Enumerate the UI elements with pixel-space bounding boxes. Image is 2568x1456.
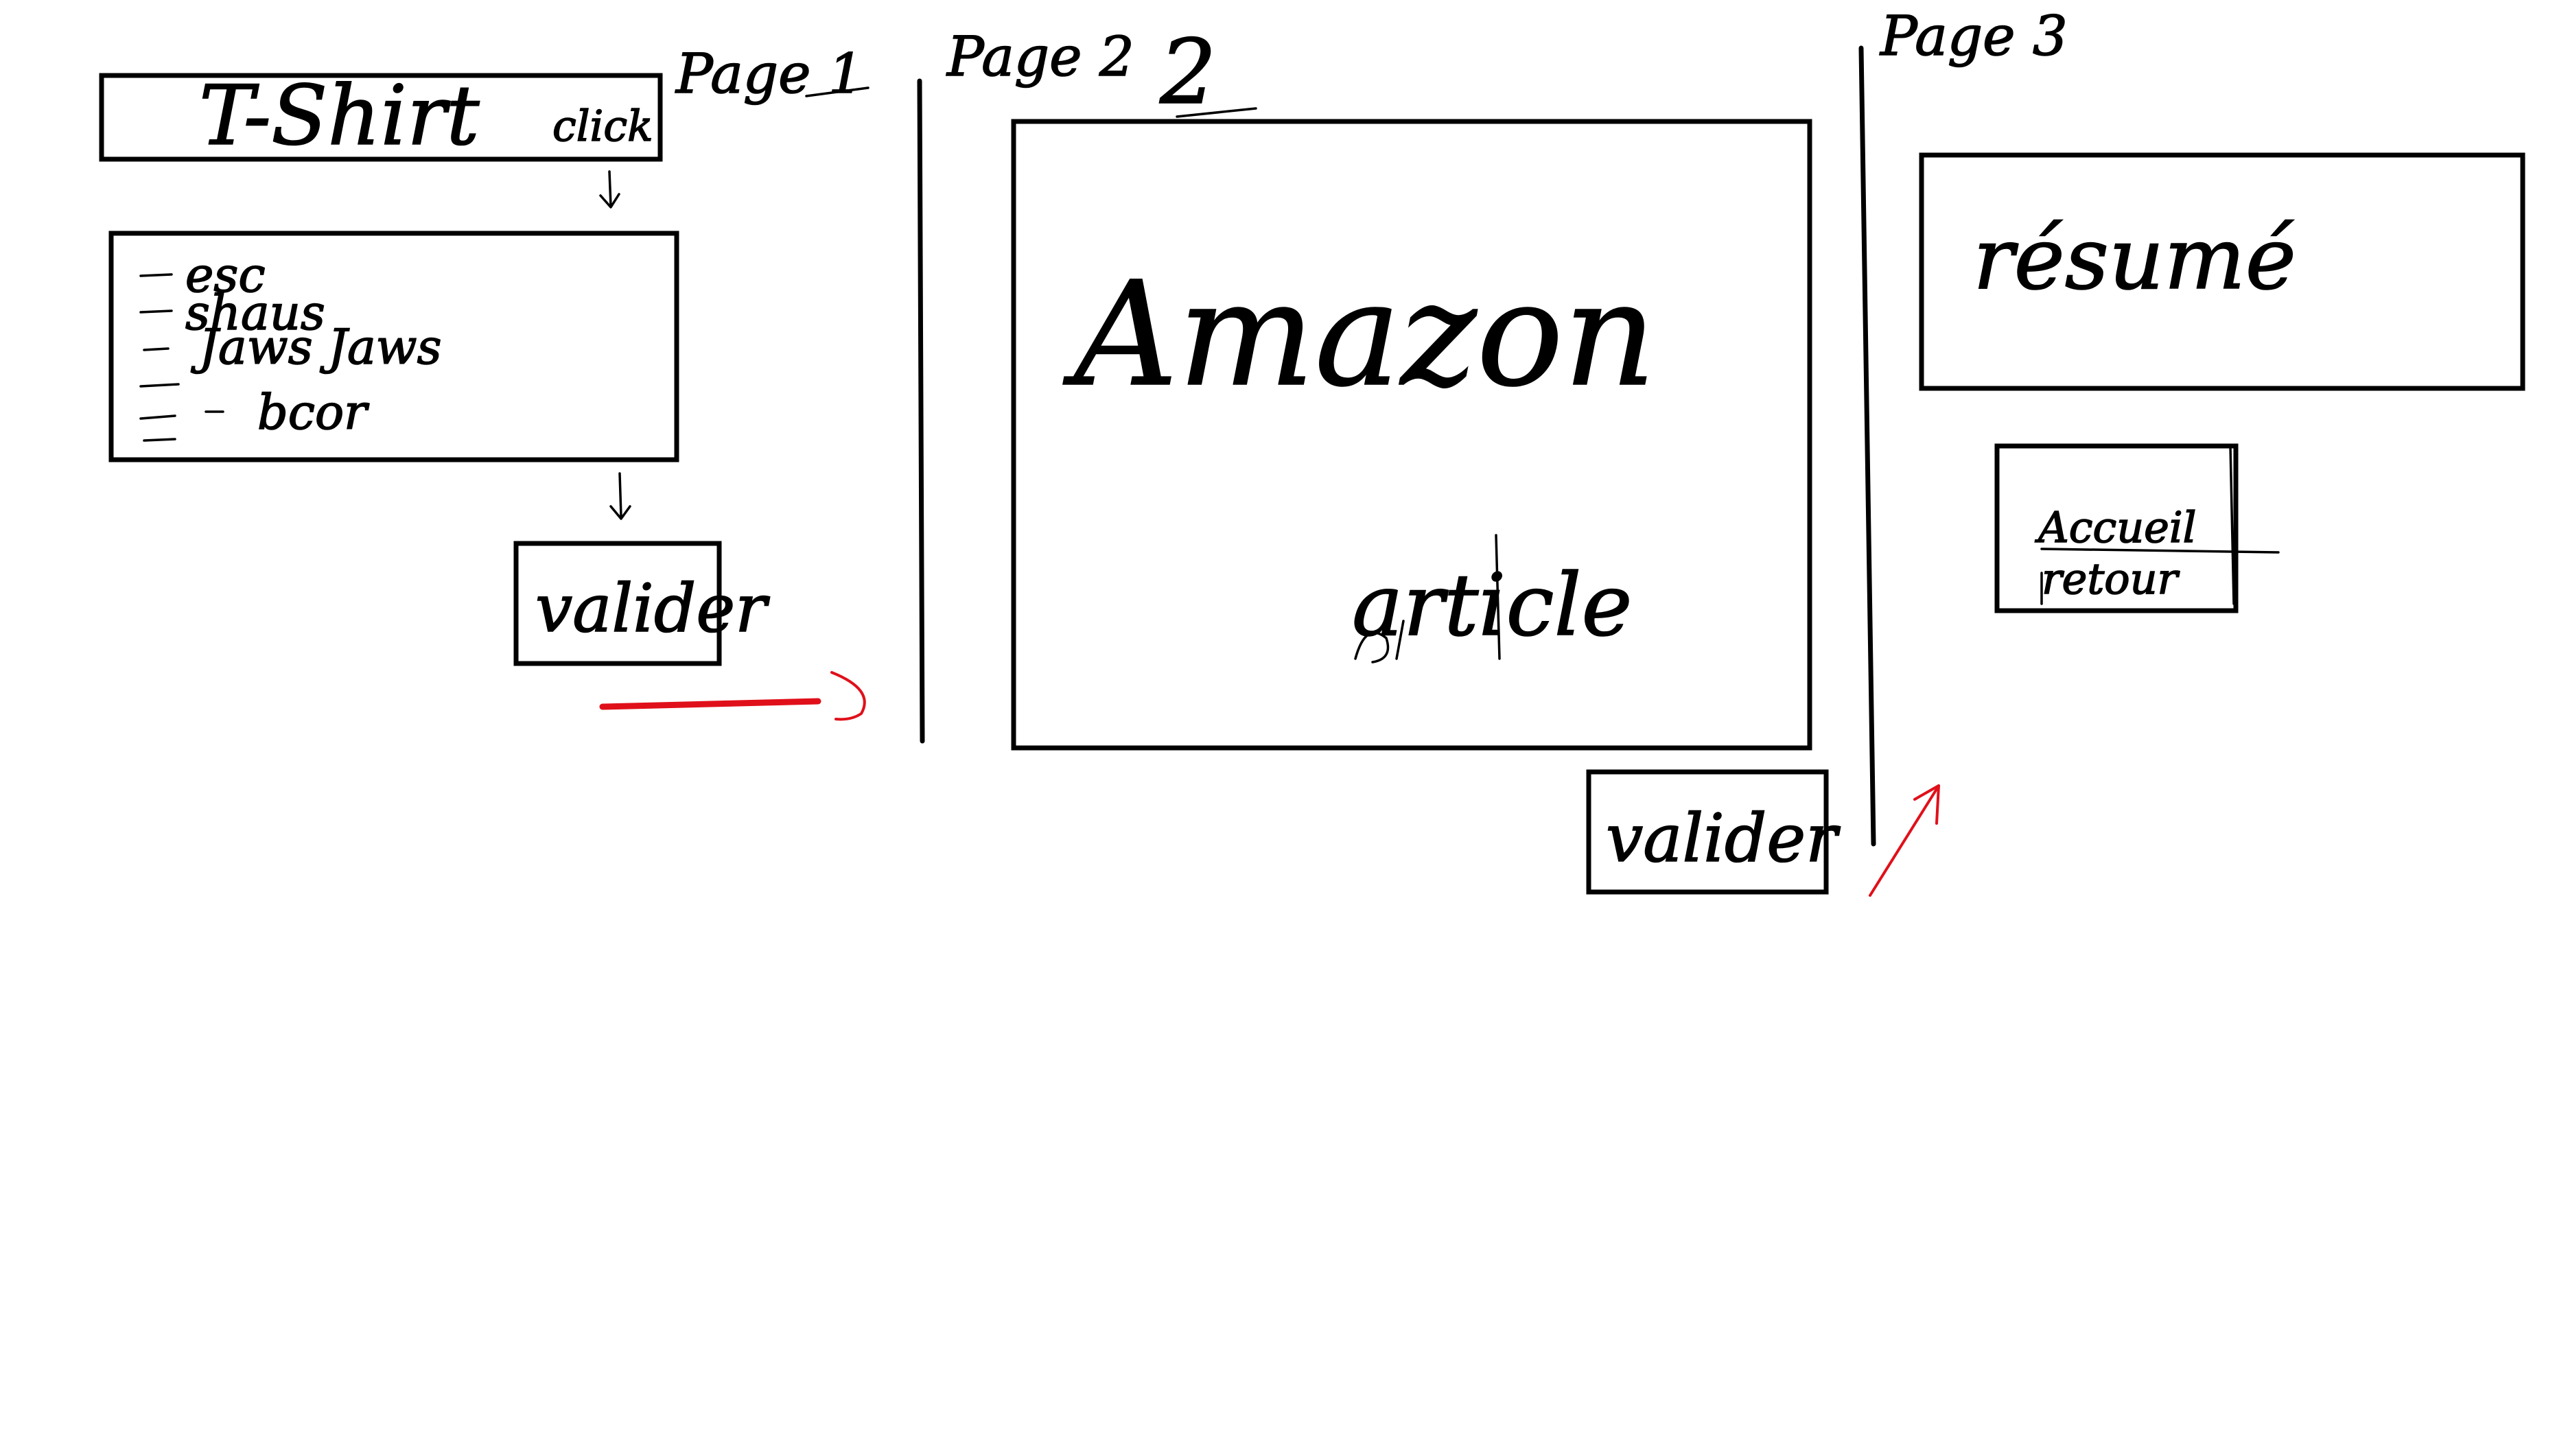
product-display-frame [1011, 119, 1812, 751]
home-button[interactable]: Accueil retour [1994, 443, 2280, 613]
home-button-label-line1: Accueil [2035, 502, 2197, 552]
separator-page1-page2 [917, 78, 925, 744]
subtitle-scribble [1354, 534, 1501, 664]
brand-text: Amazon [1063, 250, 1656, 419]
list-item-label: Jaws Jaws [191, 319, 442, 375]
page3-panel: résumé Accueil retour [1919, 152, 2525, 613]
page2-label-underline [1176, 107, 1257, 118]
arrow-right-icon [599, 671, 866, 721]
validate-button-frame [513, 541, 722, 666]
product-title-bar[interactable] [99, 73, 663, 162]
list-bullet-icon [139, 309, 173, 314]
click-note: click [552, 101, 653, 151]
page2-number: 2 [1159, 20, 1217, 124]
article-subtitle: article [1352, 556, 1632, 655]
summary-frame [1919, 152, 2525, 391]
size-options-list[interactable] [108, 231, 679, 462]
product-title: T-Shirt [199, 69, 480, 164]
list-item-label: shaus [185, 285, 325, 341]
page1-label-underline [805, 86, 869, 97]
list-bullet-icon [139, 414, 176, 420]
list-bullet-icon [143, 438, 176, 442]
page1-label: Page 1 [675, 42, 863, 106]
list-item-label: esc [185, 247, 266, 303]
validate-button-label: valider [535, 570, 770, 647]
validate-button[interactable]: valider [1586, 769, 1841, 895]
list-bullet-icon [139, 383, 180, 388]
list-bullet-icon [143, 347, 170, 351]
separator-page2-page3 [1858, 45, 1876, 847]
validate-button-frame [1586, 769, 1829, 895]
list-item[interactable]: bcor [139, 383, 370, 442]
summary-text: résumé [1973, 209, 2296, 309]
arrow-down-icon [599, 170, 620, 209]
home-button-frame [1994, 443, 2239, 613]
page2-panel: 2 Amazon article valider [1011, 19, 1940, 897]
list-bullet-icon [139, 273, 173, 277]
list-item[interactable]: Jaws Jaws [143, 318, 442, 376]
validate-button[interactable]: valider [513, 541, 771, 666]
page2-label: Page 2 [946, 25, 1134, 89]
list-item[interactable]: shaus [139, 284, 326, 342]
arrow-down-icon [609, 472, 631, 520]
page3-label: Page 3 [1879, 4, 2068, 68]
home-button-label-line2: retour [2042, 554, 2180, 604]
list-item-label: bcor [257, 384, 369, 441]
arrow-up-right-icon [1869, 784, 1940, 897]
list-item[interactable]: esc [139, 246, 266, 304]
home-button-scribble [2040, 445, 2280, 605]
page1-panel: T-Shirt click esc shaus Jaws Jaws bcor [99, 68, 866, 721]
validate-button-label: valider [1606, 800, 1841, 877]
